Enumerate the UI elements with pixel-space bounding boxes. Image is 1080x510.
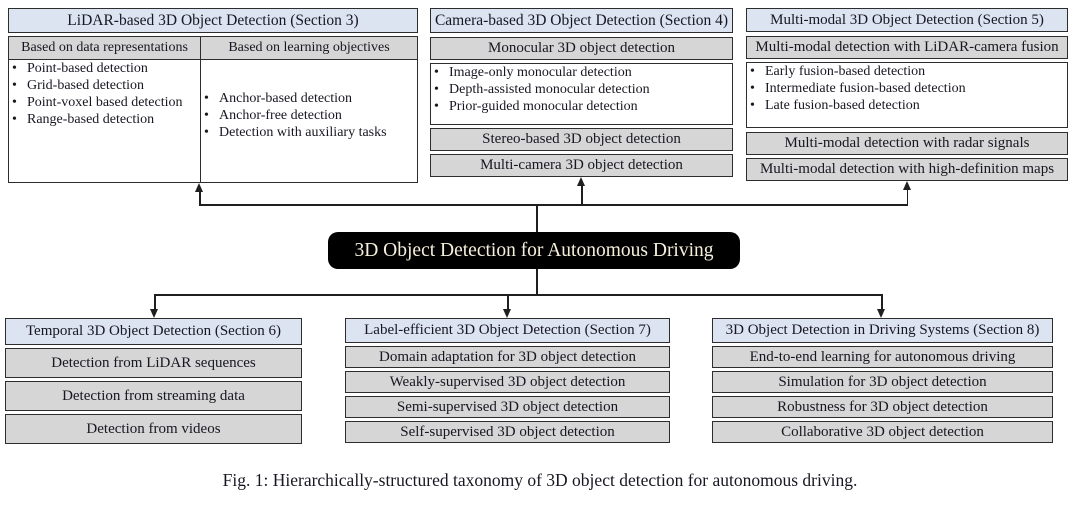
bullet-list: Early fusion-based detection Intermediat…	[747, 63, 966, 114]
bullet-list: Image-only monocular detection Depth-ass…	[431, 64, 650, 115]
bullet-list: Point-based detection Grid-based detecti…	[9, 60, 200, 128]
box-labelefficient: Label-efficient 3D Object Detection (Sec…	[345, 318, 670, 443]
connector-riser-camera	[581, 184, 583, 205]
box-labelefficient-title: Label-efficient 3D Object Detection (Sec…	[345, 318, 670, 343]
connector-dropper-labelefficient	[507, 294, 509, 310]
bullet-item: Point-voxel based detection	[9, 94, 200, 111]
box-drivingsystems-title: 3D Object Detection in Driving Systems (…	[712, 318, 1053, 343]
arrow-up-icon	[195, 183, 203, 192]
box-lidar-columns: Based on data representations Point-base…	[8, 36, 418, 183]
bullet-item: Anchor-based detection	[201, 90, 417, 107]
connector-dropper-temporal	[154, 294, 156, 310]
row-cell: Domain adaptation for 3D object detectio…	[345, 346, 670, 368]
row-cell: Robustness for 3D object detection	[712, 396, 1053, 418]
arrow-down-icon	[150, 309, 158, 318]
row-cell: Semi-supervised 3D object detection	[345, 396, 670, 418]
box-drivingsystems: 3D Object Detection in Driving Systems (…	[712, 318, 1053, 443]
column-header: Based on learning objectives	[201, 37, 417, 60]
column-data-representations: Based on data representations Point-base…	[9, 37, 201, 182]
row-cell: Detection from videos	[5, 414, 302, 444]
box-lidar: LiDAR-based 3D Object Detection (Section…	[8, 8, 418, 183]
box-temporal: Temporal 3D Object Detection (Section 6)…	[5, 318, 302, 444]
subsection-bar: Multi-modal detection with radar signals	[746, 132, 1068, 155]
root-node: 3D Object Detection for Autonomous Drivi…	[328, 232, 740, 269]
box-multimodal-title: Multi-modal 3D Object Detection (Section…	[746, 8, 1068, 32]
connector-bottom-hline	[154, 294, 883, 296]
column-learning-objectives: Based on learning objectives Anchor-base…	[201, 37, 417, 182]
row-cell: End-to-end learning for autonomous drivi…	[712, 346, 1053, 368]
bullet-panel: Early fusion-based detection Intermediat…	[746, 62, 1068, 128]
box-camera: Camera-based 3D Object Detection (Sectio…	[430, 8, 733, 177]
box-camera-title: Camera-based 3D Object Detection (Sectio…	[430, 8, 733, 33]
arrow-down-icon	[503, 309, 511, 318]
row-cell: Detection from LiDAR sequences	[5, 348, 302, 378]
subsection-bar: Stereo-based 3D object detection	[430, 128, 733, 151]
row-cell: Self-supervised 3D object detection	[345, 421, 670, 443]
bullet-item: Image-only monocular detection	[431, 64, 650, 81]
subsection-bar: Multi-camera 3D object detection	[430, 154, 733, 177]
box-multimodal: Multi-modal 3D Object Detection (Section…	[746, 8, 1068, 181]
bullet-item: Detection with auxiliary tasks	[201, 124, 417, 141]
subsection-bar: Monocular 3D object detection	[430, 37, 733, 60]
connector-top-hline	[199, 204, 908, 206]
subsection-bar: Multi-modal detection with LiDAR-camera …	[746, 36, 1068, 59]
bullet-item: Intermediate fusion-based detection	[747, 80, 966, 97]
column-header: Based on data representations	[9, 37, 200, 60]
row-cell: Collaborative 3D object detection	[712, 421, 1053, 443]
box-temporal-title: Temporal 3D Object Detection (Section 6)	[5, 318, 302, 345]
bullet-item: Grid-based detection	[9, 77, 200, 94]
row-cell: Detection from streaming data	[5, 381, 302, 411]
bullet-list: Anchor-based detection Anchor-free detec…	[201, 60, 417, 141]
connector-riser-multimodal	[906, 188, 908, 205]
connector-root-bottom-stub	[536, 269, 538, 295]
bullet-item: Late fusion-based detection	[747, 97, 966, 114]
arrow-down-icon	[877, 309, 885, 318]
row-cell: Weakly-supervised 3D object detection	[345, 371, 670, 393]
row-cell: Simulation for 3D object detection	[712, 371, 1053, 393]
connector-riser-lidar	[199, 190, 201, 205]
box-lidar-title: LiDAR-based 3D Object Detection (Section…	[8, 8, 418, 33]
arrow-up-icon	[577, 177, 585, 186]
bullet-item: Point-based detection	[9, 60, 200, 77]
arrow-up-icon	[902, 181, 911, 190]
bullet-panel: Image-only monocular detection Depth-ass…	[430, 63, 733, 125]
bullet-item: Prior-guided monocular detection	[431, 98, 650, 115]
connector-dropper-drivingsystems	[881, 294, 883, 310]
figure-caption: Fig. 1: Hierarchically-structured taxono…	[222, 470, 858, 490]
bullet-item: Early fusion-based detection	[747, 63, 966, 80]
bullet-item: Depth-assisted monocular detection	[431, 81, 650, 98]
bullet-item: Range-based detection	[9, 111, 200, 128]
connector-root-top-stub	[536, 204, 538, 232]
bullet-item: Anchor-free detection	[201, 107, 417, 124]
subsection-bar: Multi-modal detection with high-definiti…	[746, 158, 1068, 181]
